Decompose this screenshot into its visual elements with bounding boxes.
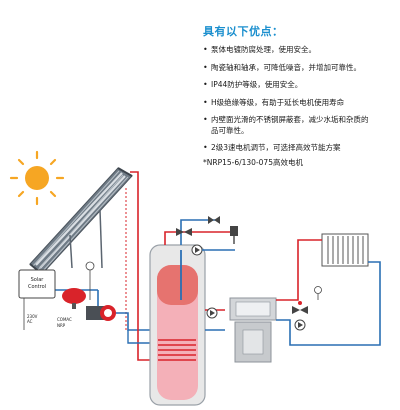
- features-list: 泵体电镀防腐处理，使用安全。 陶瓷轴和轴承，可降低噪音，并增加可靠性。 IP44…: [203, 45, 398, 154]
- tap-icon: [230, 226, 238, 244]
- feature-item: H级绝缘等级，有助于延长电机使用寿命: [203, 98, 398, 109]
- storage-tank: [149, 244, 206, 406]
- feature-item: 陶瓷轴和轴承，可降低噪音，并增加可靠性。: [203, 63, 398, 74]
- ac-label: AC: [27, 319, 33, 324]
- solar-control-box: Solar Control 230V AC: [18, 269, 56, 330]
- pressure-gauge-icon: [314, 286, 322, 300]
- features-panel: 具有以下优点： 泵体电镀防腐处理，使用安全。 陶瓷轴和轴承，可降低噪音，并增加可…: [203, 23, 398, 168]
- expansion-vessel: [62, 288, 86, 309]
- valve-icon: [208, 216, 220, 224]
- voltage-label: 230V: [27, 314, 38, 319]
- features-title: 具有以下优点：: [203, 25, 284, 38]
- pump-icon: [294, 319, 306, 331]
- feature-item: IP44防护等级，使用安全。: [203, 80, 398, 91]
- solar-control-label: Control: [28, 284, 46, 290]
- motor-note: *NRP15-6/130-075高效电机: [203, 157, 303, 167]
- pump-label: NRP: [57, 323, 66, 328]
- boiler: [229, 297, 277, 363]
- solar-control-label: Solar: [31, 277, 45, 283]
- hot-water-outlet: [164, 231, 235, 245]
- sun-icon: [9, 150, 65, 206]
- feature-item-continuation: 品可靠性。: [211, 125, 249, 135]
- radiator-supply-pipe: [276, 239, 322, 301]
- collector-supply-pipe: [130, 171, 139, 250]
- feature-item-text: 内壁面光滑的不锈钢屏蔽套，减少水垢和杂质的: [211, 115, 369, 124]
- pressure-gauge-icon: [85, 261, 95, 300]
- mixing-valve-icon: [176, 228, 192, 236]
- feature-item: 泵体电镀防腐处理，使用安全。: [203, 45, 398, 56]
- feature-item: 2级3速电机调节，可选择高效节能方案: [203, 143, 398, 154]
- solar-collector: [29, 167, 133, 275]
- pump-label: COMAC: [57, 317, 72, 322]
- pump-icon: [206, 307, 218, 319]
- cold-water-inlet: [180, 219, 215, 245]
- circulation-pump: COMAC NRP: [57, 305, 116, 328]
- three-way-valve-icon: [292, 301, 308, 314]
- radiator-return-pipe: [276, 261, 381, 346]
- radiator: [321, 233, 369, 267]
- pump-icon: [191, 244, 203, 256]
